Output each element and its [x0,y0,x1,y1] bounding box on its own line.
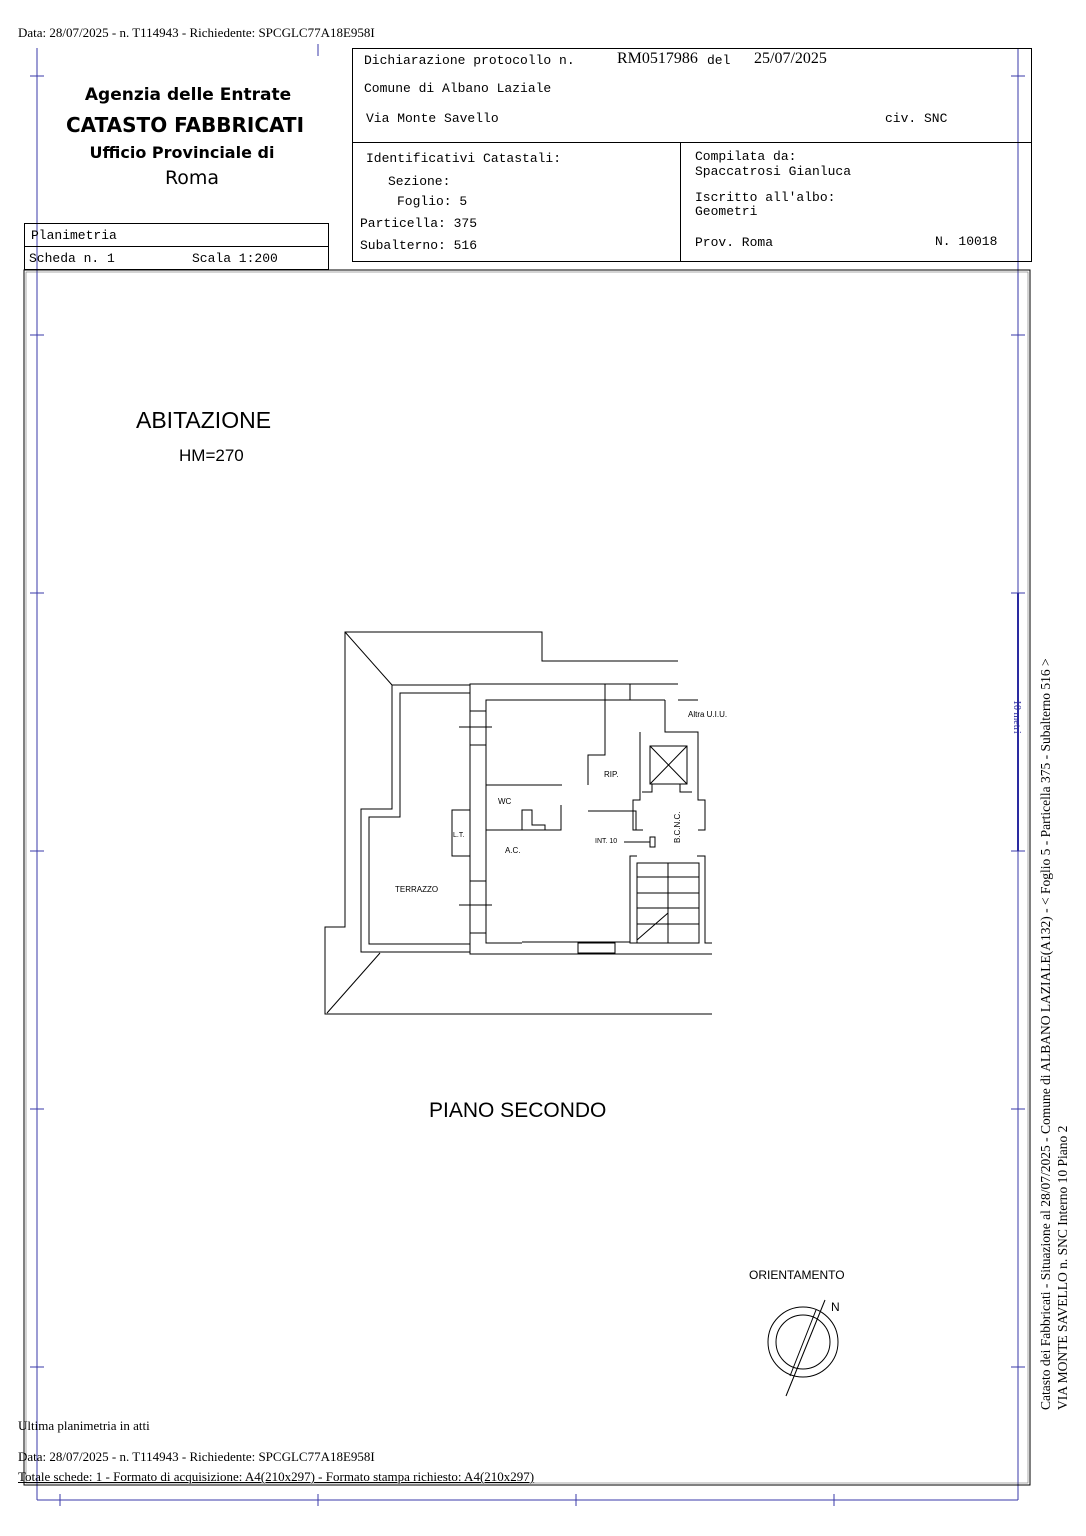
plan-height: HM=270 [179,446,244,465]
top-request-line: Data: 28/07/2025 - n. T114943 - Richiede… [18,25,375,40]
side-text-line2: VIA MONTE SAVELLO n. SNC Interno 10 Pian… [1055,1125,1070,1410]
footer-format-line: Totale schede: 1 - Formato di acquisizio… [18,1469,535,1484]
registration-number: N. 10018 [935,234,998,249]
compiler-name: Spaccatrosi Gianluca [695,164,852,179]
scheda-number: Scheda n. 1 [29,251,115,266]
address: Via Monte Savello [366,111,499,126]
planimetria-label: Planimetria [31,228,117,243]
comune: Comune di Albano Laziale [364,81,552,96]
room-lt: L.T. [453,832,465,839]
albo: Geometri [695,204,758,219]
declaration-box: Dichiarazione protocollo n. RM0517986 de… [352,48,1032,143]
room-int: INT. 10 [595,838,618,845]
protocol-number: RM0517986 [617,50,698,67]
side-text-line1: Catasto dei Fabbricati - Situazione al 2… [1038,658,1053,1410]
footer-request-line: Data: 28/07/2025 - n. T114943 - Richiede… [18,1449,375,1464]
del-label: del [707,53,731,68]
identificativi-title: Identificativi Catastali: [366,151,562,166]
floor-label: PIANO SECONDO [429,1099,607,1122]
orientation-label: ORIENTAMENTO [749,1268,845,1282]
room-terrazzo: TERRAZZO [395,885,439,894]
agency-name: Agenzia delle Entrate [84,85,292,105]
foglio: Foglio: 5 [397,194,468,209]
office-label: Ufficio Provinciale di [89,143,275,162]
subalterno: Subalterno: 516 [360,238,478,253]
declaration-label: Dichiarazione protocollo n. [364,53,575,68]
particella: Particella: 375 [360,216,478,231]
compass-icon [767,1299,839,1397]
identificativi-box: Identificativi Catastali: Sezione: Fogli… [352,142,681,262]
room-wc: WC [498,797,512,806]
scheda-box: Scheda n. 1 Scala 1:200 [24,246,329,270]
protocol-date: 25/07/2025 [754,50,827,67]
civic-number: civ. SNC [885,111,948,126]
room-altra: Altra U.I.U. [688,710,728,719]
last-plan-note: Ultima planimetria in atti [18,1418,150,1433]
plan-title: ABITAZIONE [136,407,272,433]
room-ac: A.C. [505,846,521,855]
iscritto-label: Iscritto all'albo: [695,190,836,205]
catasto-title: CATASTO FABBRICATI [65,113,305,137]
province: Prov. Roma [695,235,774,250]
compilata-label: Compilata da: [695,149,797,164]
sezione: Sezione: [388,174,451,189]
scale-bar-label: 10 metri [1011,700,1022,734]
north-label: N [831,1300,840,1314]
compilata-box: Compilata da: Spaccatrosi Gianluca Iscri… [680,142,1032,262]
room-rip: RIP. [604,770,619,779]
scale-ratio: Scala 1:200 [192,251,278,266]
room-bcnc: B.C.N.C. [673,811,682,843]
office-city: Roma [164,167,220,189]
